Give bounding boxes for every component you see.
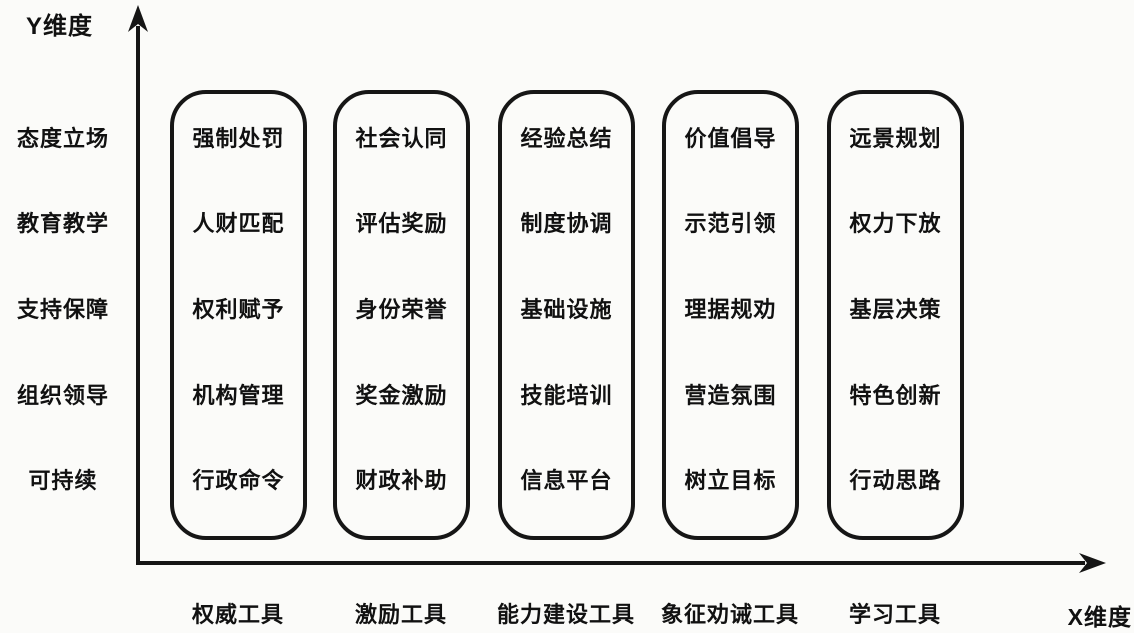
tool-item: 权力下放 bbox=[849, 211, 942, 237]
tool-column-symbolic-hortatory: 价值倡导 示范引领 理据规劝 营造氛围 树立目标 bbox=[662, 90, 799, 540]
column-label-authority: 权威工具 bbox=[191, 602, 284, 627]
tool-item: 制度协调 bbox=[520, 211, 613, 237]
column-label-capacity-building: 能力建设工具 bbox=[496, 602, 635, 627]
tool-item: 营造氛围 bbox=[684, 382, 777, 408]
tool-column-incentive: 社会认同 评估奖励 身份荣誉 奖金激励 财政补助 bbox=[333, 90, 470, 540]
tool-item: 社会认同 bbox=[355, 125, 448, 151]
column-label-symbolic-hortatory: 象征劝诫工具 bbox=[660, 602, 799, 627]
tool-item: 特色创新 bbox=[849, 382, 942, 408]
y-axis-label-leadership: 组织领导 bbox=[16, 382, 109, 408]
y-axis-arrow-icon bbox=[128, 5, 148, 563]
y-axis-label-education: 教育教学 bbox=[16, 211, 109, 237]
tool-item: 强制处罚 bbox=[192, 125, 285, 151]
tool-item: 经验总结 bbox=[520, 125, 613, 151]
tool-item: 树立目标 bbox=[684, 468, 777, 494]
tool-column-learning: 远景规划 权力下放 基层决策 特色创新 行动思路 bbox=[827, 90, 964, 540]
tool-item: 远景规划 bbox=[849, 125, 942, 151]
tool-item: 财政补助 bbox=[355, 468, 448, 494]
y-axis-label-attitude: 态度立场 bbox=[16, 125, 109, 151]
tool-item: 信息平台 bbox=[520, 468, 613, 494]
y-axis-label-support: 支持保障 bbox=[16, 296, 109, 322]
column-label-learning: 学习工具 bbox=[848, 602, 941, 627]
tool-item: 身份荣誉 bbox=[355, 296, 448, 322]
tool-item: 人财匹配 bbox=[192, 211, 285, 237]
tool-item: 技能培训 bbox=[520, 382, 613, 408]
tool-item: 基础设施 bbox=[520, 296, 613, 322]
tool-item: 行动思路 bbox=[849, 468, 942, 494]
column-label-incentive: 激励工具 bbox=[354, 602, 447, 627]
y-axis-title: Y维度 bbox=[26, 13, 94, 40]
tool-item: 权利赋予 bbox=[192, 296, 285, 322]
tool-item: 评估奖励 bbox=[355, 211, 448, 237]
y-axis-label-sustainable: 可持续 bbox=[28, 468, 98, 494]
tool-item: 理据规劝 bbox=[684, 296, 777, 322]
y-axis-labels: 态度立场 教育教学 支持保障 组织领导 可持续 bbox=[2, 90, 124, 540]
x-axis-arrow-icon bbox=[136, 553, 1106, 573]
tool-item: 行政命令 bbox=[192, 468, 285, 494]
tool-column-authority: 强制处罚 人财匹配 权利赋予 机构管理 行政命令 bbox=[170, 90, 307, 540]
tool-item: 机构管理 bbox=[192, 382, 285, 408]
tool-item: 价值倡导 bbox=[684, 125, 777, 151]
tool-item: 示范引领 bbox=[684, 211, 777, 237]
tool-column-capacity-building: 经验总结 制度协调 基础设施 技能培训 信息平台 bbox=[498, 90, 635, 540]
tool-item: 基层决策 bbox=[849, 296, 942, 322]
x-axis-title: X维度 bbox=[1067, 604, 1132, 630]
tool-item: 奖金激励 bbox=[355, 382, 448, 408]
